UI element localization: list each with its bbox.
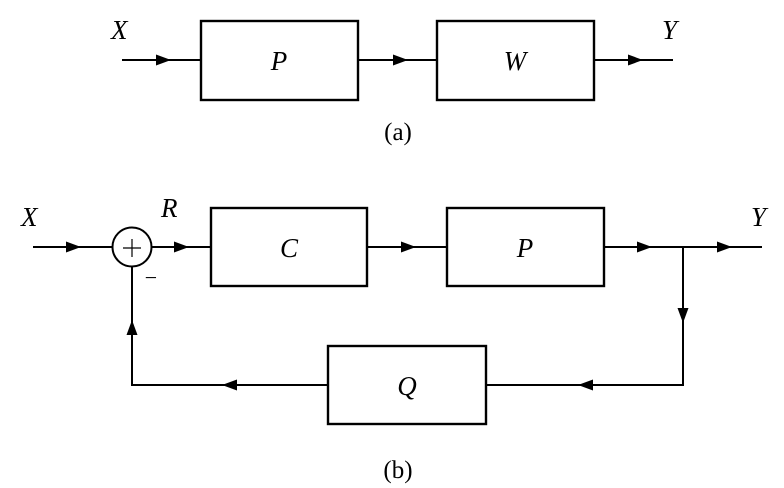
minus-sign: − [145, 265, 157, 290]
arrow-icon [393, 54, 408, 66]
diagram-a: X P W Y (a) [110, 15, 680, 146]
wire-branch-to-q [486, 247, 684, 386]
input-label-x: X [110, 15, 129, 45]
block-p: P [445, 206, 606, 288]
arrow-icon [677, 308, 689, 323]
arrow-icon [222, 379, 237, 391]
block-c-rect [209, 206, 369, 288]
summing-junction: − [111, 226, 157, 290]
block-w: W [435, 19, 596, 102]
block-c-label: C [280, 233, 299, 263]
block-p-rect [445, 206, 606, 288]
arrow-icon [126, 320, 138, 335]
arrow-icon [717, 241, 732, 253]
caption-a: (a) [384, 119, 412, 146]
arrow-icon [174, 241, 189, 253]
output-label-y: Y [751, 202, 769, 232]
error-label-r: R [160, 193, 178, 223]
arrow-icon [628, 54, 643, 66]
output-label-y: Y [662, 15, 680, 45]
diagram-b: X − R C P Y [20, 193, 769, 484]
arrow-icon [401, 241, 416, 253]
wire-q-to-sum [131, 266, 328, 386]
block-w-rect [435, 19, 596, 102]
caption-b: (b) [383, 457, 412, 484]
input-label-x: X [20, 202, 39, 232]
block-p-label: P [270, 46, 288, 76]
arrow-icon [578, 379, 593, 391]
arrow-icon [66, 241, 81, 253]
arrow-icon [637, 241, 652, 253]
block-q: Q [326, 344, 488, 426]
block-c: C [209, 206, 369, 288]
block-p-label: P [516, 233, 534, 263]
block-q-label: Q [397, 371, 417, 401]
block-w-label: W [504, 46, 529, 76]
block-p: P [199, 19, 360, 102]
arrow-icon [156, 54, 171, 66]
